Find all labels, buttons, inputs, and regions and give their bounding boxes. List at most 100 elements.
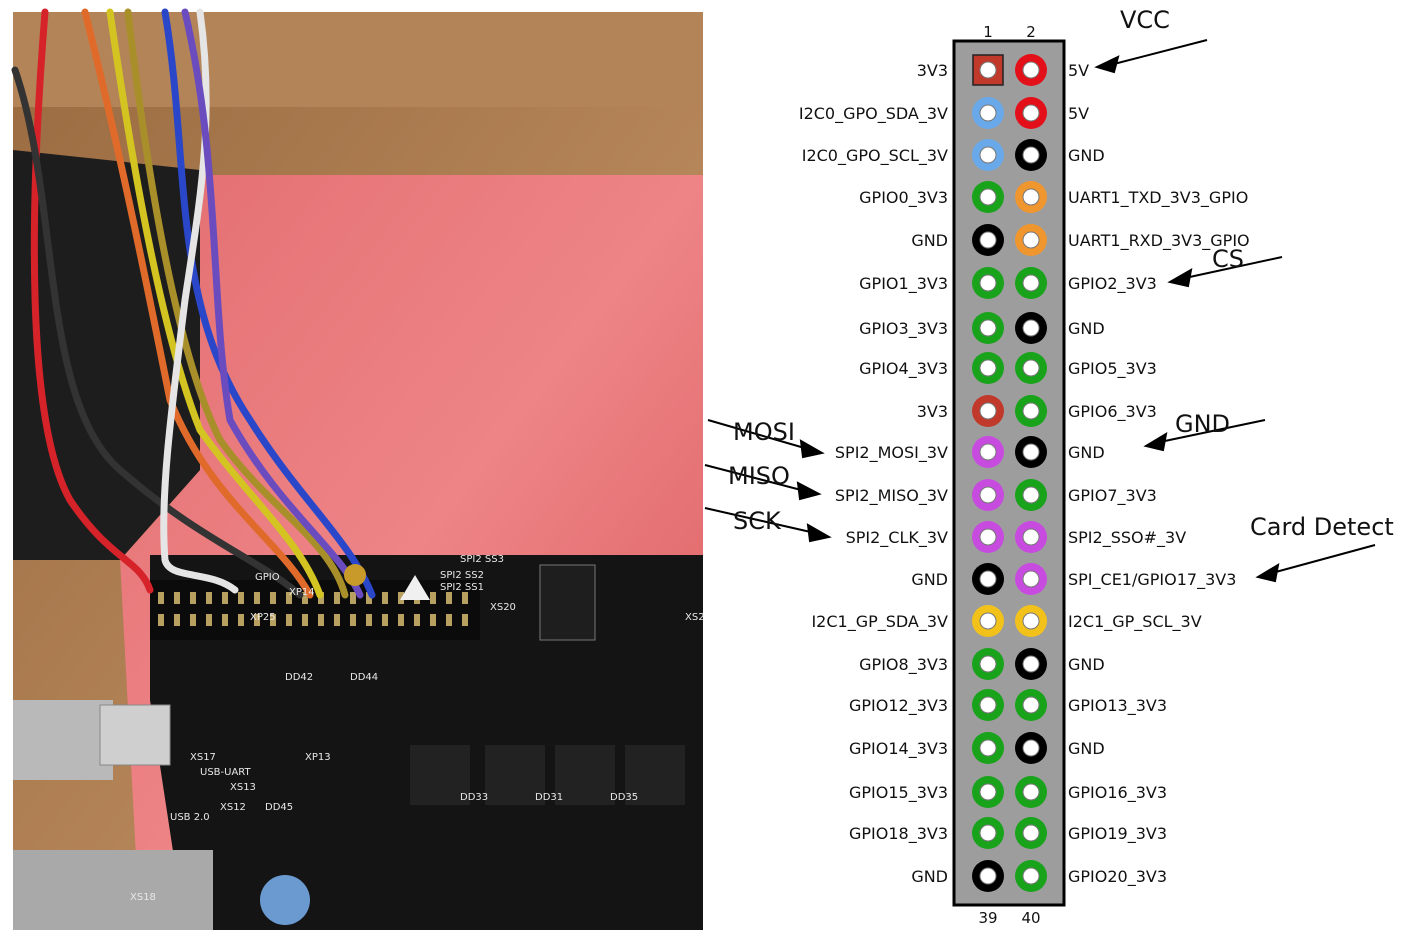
pin-17-label: 3V3: [917, 402, 948, 421]
pin-23-hole: [979, 528, 997, 546]
pin-31-label: GPIO12_3V3: [849, 696, 948, 716]
usb-connector: [99, 704, 171, 766]
pin-15-hole: [979, 359, 997, 377]
pin-number-2: 2: [1026, 23, 1036, 41]
pin-number-39: 39: [978, 909, 997, 927]
pin-11-hole: [979, 274, 997, 292]
gnd-arrowhead: [1143, 431, 1168, 452]
pin-1-hole: [979, 61, 997, 79]
header-pin: [174, 592, 180, 604]
pin-39-label: GND: [911, 867, 948, 886]
card-detect-arrowhead: [1255, 562, 1280, 583]
pin-27-hole: [979, 612, 997, 630]
pin-26-label: SPI_CE1/GPIO17_3V3: [1068, 570, 1236, 590]
pcb-chips: [410, 564, 685, 805]
pin-18-hole: [1022, 402, 1040, 420]
pin-24-label: SPI2_SSO#_3V: [1068, 528, 1186, 548]
silkscreen-label: XP25: [250, 612, 276, 623]
silkscreen-label: USB-UART: [200, 767, 252, 778]
pin-6-hole: [1022, 146, 1040, 164]
silkscreen-label: DD45: [265, 802, 293, 813]
silkscreen-label: DD44: [350, 672, 378, 683]
pin-number-1: 1: [983, 23, 993, 41]
silkscreen-label: DD35: [610, 792, 638, 803]
pin-37-label: GPIO18_3V3: [849, 824, 948, 844]
header-pin: [398, 614, 404, 626]
pin-37-hole: [979, 824, 997, 842]
header-pin: [254, 614, 260, 626]
pin-16-hole: [1022, 359, 1040, 377]
pin-29-hole: [979, 655, 997, 673]
pin-32-label: GPIO13_3V3: [1068, 696, 1167, 716]
header-pin: [190, 614, 196, 626]
pin-10-hole: [1022, 231, 1040, 249]
pin-36-hole: [1022, 783, 1040, 801]
annotation-card-detect: Card Detect: [1250, 513, 1394, 541]
pin-20-hole: [1022, 443, 1040, 461]
pin-40-hole: [1022, 867, 1040, 885]
header-pin: [462, 592, 468, 604]
pin-12-label: GPIO2_3V3: [1068, 274, 1157, 294]
annotation-gnd: GND: [1175, 410, 1230, 438]
pin-14-label: GND: [1068, 319, 1105, 338]
header-pin: [366, 614, 372, 626]
pin-14-hole: [1022, 319, 1040, 337]
pin-11-label: GPIO1_3V3: [859, 274, 948, 294]
pin-2-label: 5V: [1068, 61, 1089, 80]
pin-30-hole: [1022, 655, 1040, 673]
pin-22-label: GPIO7_3V3: [1068, 486, 1157, 506]
silkscreen-label: SPI2 SS3: [460, 554, 504, 565]
header-pin: [414, 614, 420, 626]
header-pin: [334, 614, 340, 626]
silkscreen-label: DD42: [285, 672, 313, 683]
silkscreen-label: USB 2.0: [170, 812, 210, 823]
annotations: [704, 39, 1376, 583]
esd-warning-sign: [400, 575, 430, 600]
pin-35-label: GPIO15_3V3: [849, 783, 948, 803]
pin-1-label: 3V3: [917, 61, 948, 80]
pin-4-hole: [1022, 104, 1040, 122]
pin-21-hole: [979, 486, 997, 504]
pin-40-label: GPIO20_3V3: [1068, 867, 1167, 887]
silkscreen-label: DD33: [460, 792, 488, 803]
silkscreen-label: XS18: [130, 892, 156, 903]
header-pin: [286, 614, 292, 626]
pin-25-hole: [979, 570, 997, 588]
pin-28-label: I2C1_GP_SCL_3V: [1068, 612, 1202, 632]
pin-24-hole: [1022, 528, 1040, 546]
header-pin: [270, 614, 276, 626]
header-pin: [158, 614, 164, 626]
silkscreen-label: XS17: [190, 752, 216, 763]
header-pin: [222, 614, 228, 626]
annotation-miso: MISO: [728, 462, 790, 490]
pin-9-hole: [979, 231, 997, 249]
cs-arrowhead: [1167, 268, 1193, 288]
pin-5-hole: [979, 146, 997, 164]
pin-27-label: I2C1_GP_SDA_3V: [811, 612, 948, 632]
annotation-vcc: VCC: [1120, 6, 1170, 34]
header-pin: [462, 614, 468, 626]
pin-30-label: GND: [1068, 655, 1105, 674]
pin-number-40: 40: [1021, 909, 1040, 927]
header-pin: [334, 592, 340, 604]
pin-15-label: GPIO4_3V3: [859, 359, 948, 379]
header-pin: [190, 592, 196, 604]
pin-32-hole: [1022, 696, 1040, 714]
sck-arrowhead: [806, 523, 832, 543]
pin-7-label: GPIO0_3V3: [859, 188, 948, 208]
header-pin: [174, 614, 180, 626]
silkscreen-label: GPIO: [255, 572, 280, 583]
miso-arrowhead: [796, 481, 822, 501]
pcb-board: [150, 555, 703, 930]
mounting-hole: [344, 564, 366, 586]
pin-34-hole: [1022, 739, 1040, 757]
pin-28-hole: [1022, 612, 1040, 630]
pin-29-label: GPIO8_3V3: [859, 655, 948, 675]
annotation-sck: SCK: [733, 507, 782, 535]
header-pin: [206, 614, 212, 626]
header-pin: [446, 592, 452, 604]
pin-23-label: SPI2_CLK_3V: [846, 528, 948, 548]
annotation-cs: CS: [1212, 245, 1244, 273]
